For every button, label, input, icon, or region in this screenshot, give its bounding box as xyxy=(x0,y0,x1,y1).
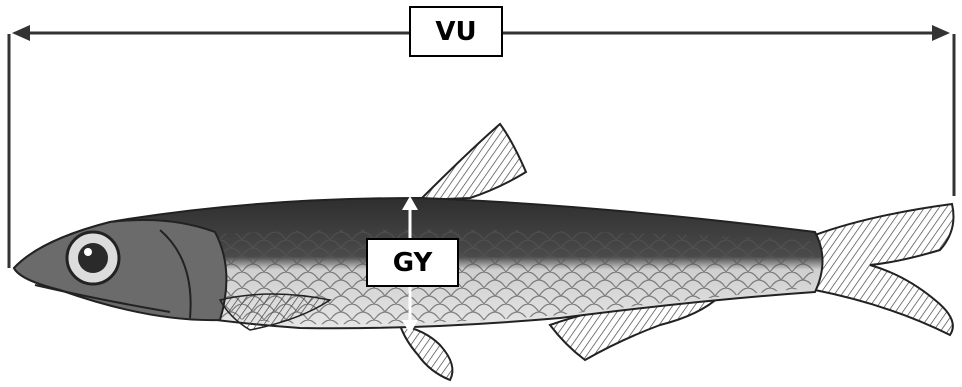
height-label: GY xyxy=(366,238,459,287)
pelvic-fin xyxy=(400,325,452,380)
eye-pupil xyxy=(78,243,108,273)
length-arrow-right-head xyxy=(932,25,950,41)
eye-highlight xyxy=(84,248,92,256)
head xyxy=(14,220,226,320)
length-arrow-left-head xyxy=(12,25,30,41)
dorsal-fin xyxy=(420,124,526,200)
length-label: VU xyxy=(409,6,503,57)
caudal-fin xyxy=(815,204,954,335)
